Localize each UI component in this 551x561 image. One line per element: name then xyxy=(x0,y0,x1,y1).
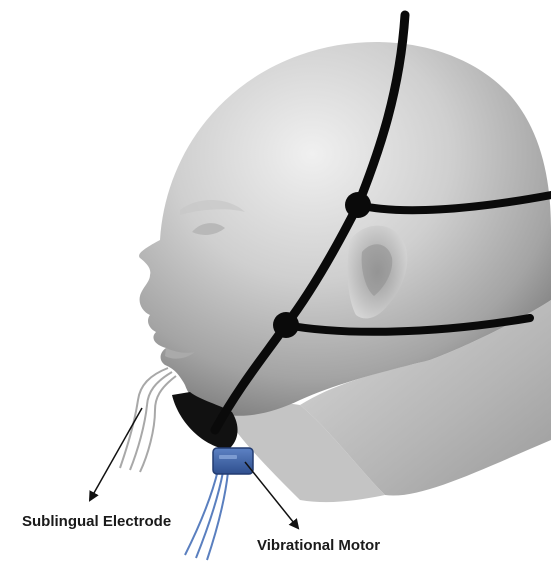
vibrational-motor xyxy=(213,448,253,474)
sublingual-electrode-wires xyxy=(120,368,176,472)
sublingual-electrode-label: Sublingual Electrode xyxy=(22,513,171,530)
motor-wires xyxy=(185,470,228,560)
electrode-arrow xyxy=(90,408,142,500)
strap-junction-upper xyxy=(345,192,371,218)
vibrational-motor-label: Vibrational Motor xyxy=(257,537,380,554)
strap-junction-lower xyxy=(273,312,299,338)
